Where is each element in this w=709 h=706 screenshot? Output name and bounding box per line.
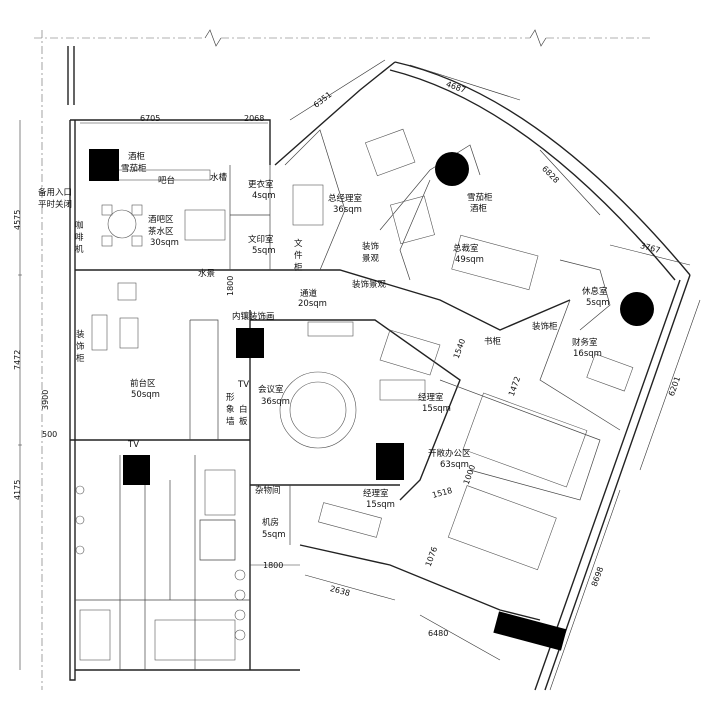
dim-1800-a: 1800 xyxy=(226,276,235,296)
dim-1800-b: 1800 xyxy=(263,561,283,570)
label-tv-1: TV xyxy=(237,380,249,390)
top-axis xyxy=(34,29,650,690)
label-whiteboard: 白板 xyxy=(239,404,248,427)
partitions xyxy=(75,129,621,670)
label-coffee: 咖啡机 xyxy=(75,220,84,255)
label-mirror: 内镶装饰画 xyxy=(232,311,275,322)
dim-1518: 1518 xyxy=(431,486,453,500)
dim-3900: 3900 xyxy=(41,390,50,410)
structural-columns xyxy=(89,149,654,651)
label-cigar-wine: 雪茄柜酒柜 xyxy=(467,192,493,214)
dim-6828: 6828 xyxy=(540,164,561,185)
label-water-view: 水景 xyxy=(198,268,215,279)
furniture xyxy=(75,128,634,661)
column-5 xyxy=(435,152,469,186)
column-4 xyxy=(376,443,404,480)
column-6 xyxy=(620,292,654,326)
dim-1540: 1540 xyxy=(452,338,467,360)
label-sink: 水槽 xyxy=(210,172,228,183)
label-file-cabinet: 文件柜 xyxy=(294,238,303,273)
label-deco-cabinet-2: 装饰柜 xyxy=(76,329,85,364)
label-deco-view-2: 装饰景观 xyxy=(352,279,387,290)
outer-walls xyxy=(67,46,691,691)
dim-1076: 1076 xyxy=(424,546,439,568)
label-backup-entrance: 备用入口平时关闭 xyxy=(38,187,72,210)
label-image-wall: 形象墙 xyxy=(226,393,235,427)
column-7 xyxy=(493,611,567,651)
dim-4175: 4175 xyxy=(13,480,22,500)
dim-6201: 6201 xyxy=(667,375,682,397)
dim-500: 500 xyxy=(42,430,57,439)
dim-1472: 1472 xyxy=(507,375,522,397)
dim-4575: 4575 xyxy=(13,210,22,230)
label-deco-cabinet-1: 装饰柜 xyxy=(532,321,558,332)
column-2 xyxy=(236,328,264,358)
dim-6480: 6480 xyxy=(428,629,448,638)
label-bookcase: 书柜 xyxy=(484,336,502,347)
dim-2068: 2068 xyxy=(244,114,264,123)
label-wine-cabinet-1: 酒柜雪茄柜 xyxy=(121,151,147,174)
column-1 xyxy=(89,149,119,181)
dim-2638: 2638 xyxy=(329,584,351,598)
label-deco-view-1: 装饰景观 xyxy=(362,241,380,264)
dim-6351: 6351 xyxy=(312,90,334,110)
label-bar: 吧台 xyxy=(158,175,175,186)
column-3 xyxy=(123,455,150,485)
dim-6705: 6705 xyxy=(140,114,160,123)
dim-7472: 7472 xyxy=(13,350,22,370)
label-tv-2: TV xyxy=(127,440,139,450)
dimension-lines xyxy=(18,59,701,691)
